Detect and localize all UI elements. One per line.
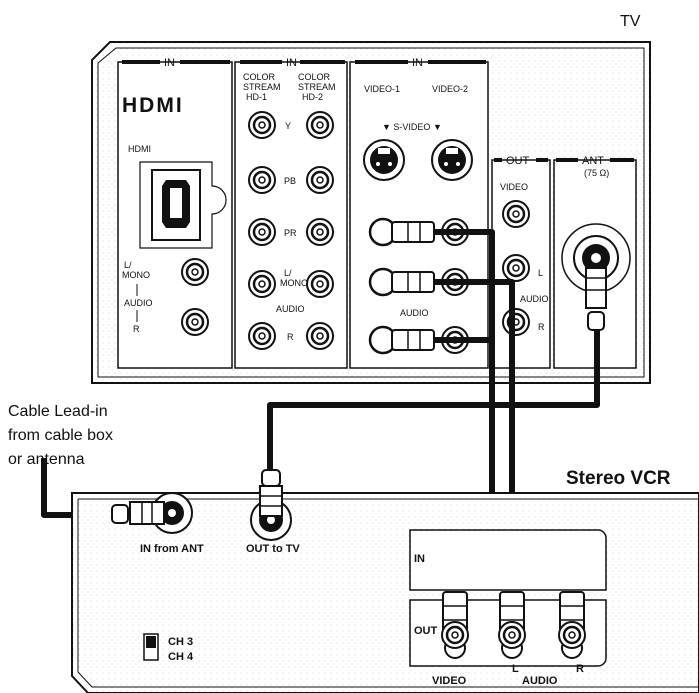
out-r-label: R xyxy=(538,322,545,332)
colorstream-r-label: R xyxy=(287,332,294,342)
hd2-pb-jack[interactable] xyxy=(305,165,335,195)
channel-switch[interactable] xyxy=(143,633,159,661)
video-in-label: IN xyxy=(412,57,423,69)
ant-label: ANT xyxy=(582,155,604,167)
out-audio-label: AUDIO xyxy=(520,294,549,304)
hdmi-group: IN HDMI HDMI L/MONO AUDIO R xyxy=(117,57,233,369)
hdmi-in-label: IN xyxy=(164,57,175,69)
hd1-pr-jack[interactable] xyxy=(247,217,277,247)
colorstream-audio-label: AUDIO xyxy=(276,304,305,314)
vcr-out-audio-r-jack[interactable] xyxy=(557,620,587,650)
svg-text:or antenna: or antenna xyxy=(8,451,85,468)
hd2-y-jack[interactable] xyxy=(305,110,335,140)
vcr-out-video-jack[interactable] xyxy=(440,620,470,650)
audio-l-cable xyxy=(434,279,515,592)
tv-to-vcr-rf-cable xyxy=(267,330,600,470)
y-label: Y xyxy=(285,121,291,131)
pr-label: PR xyxy=(284,228,297,238)
svg-text:from cable box: from cable box xyxy=(8,427,113,444)
hd2-audio-r-jack[interactable] xyxy=(305,321,335,351)
out-audio-r-jack[interactable] xyxy=(501,307,531,337)
vcr-r-label: R xyxy=(576,663,584,675)
colorstream-in-label: IN xyxy=(286,57,297,69)
out-audio-l-jack[interactable] xyxy=(501,253,531,283)
out-label: OUT xyxy=(506,155,530,167)
video2-label: VIDEO-2 xyxy=(432,84,468,94)
hd2-audio-l-jack[interactable] xyxy=(305,269,335,299)
tv-audio-r-plug[interactable] xyxy=(368,325,435,355)
vcr-ant-in-plug[interactable] xyxy=(111,501,165,525)
out-to-tv-label: OUT to TV xyxy=(246,543,300,555)
hdmi-audio-r-label: R xyxy=(133,324,140,334)
colorstream-l-label: L/MONO xyxy=(280,268,308,288)
vcr-title: Stereo VCR xyxy=(566,468,671,489)
video-audio-label: AUDIO xyxy=(400,308,429,318)
vcr-out-audio-l-jack[interactable] xyxy=(497,620,527,650)
ch4-label: CH 4 xyxy=(168,651,194,663)
tv-ant-plug[interactable] xyxy=(585,267,607,331)
out-l-label: L xyxy=(538,268,543,278)
video-group: IN VIDEO-1 VIDEO-2 ▼ S-VIDEO ▼ xyxy=(349,57,489,369)
cable-leadin-label: Cable Lead-in from cable box or antenna xyxy=(8,403,113,468)
vcr-in-label: IN xyxy=(414,553,425,565)
ant-ohm-label: (75 Ω) xyxy=(584,168,609,178)
vcr-out-label: OUT xyxy=(414,625,438,637)
hd1-pb-jack[interactable] xyxy=(247,165,277,195)
hd1-y-jack[interactable] xyxy=(247,110,277,140)
video1-label: VIDEO-1 xyxy=(364,84,400,94)
out-video-label: VIDEO xyxy=(500,182,528,192)
hdmi-port[interactable] xyxy=(151,169,201,241)
ch3-label: CH 3 xyxy=(168,636,193,648)
tv-title: TV xyxy=(620,13,641,30)
in-from-ant-label: IN from ANT xyxy=(140,543,204,555)
tv-video1-plug[interactable] xyxy=(368,217,435,247)
svideo-label: ▼ S-VIDEO ▼ xyxy=(382,122,442,132)
hd2-pr-jack[interactable] xyxy=(305,217,335,247)
hd1-audio-l-jack[interactable] xyxy=(247,269,277,299)
tv-audio-l-plug[interactable] xyxy=(368,267,435,297)
out-video-jack[interactable] xyxy=(501,199,531,229)
hdmi-audio-r-jack[interactable] xyxy=(180,307,210,337)
out-group: OUT VIDEO L AUDIO R xyxy=(491,155,551,369)
svideo1-jack[interactable] xyxy=(363,139,405,181)
hd1-audio-r-jack[interactable] xyxy=(247,321,277,351)
pb-label: PB xyxy=(284,176,296,186)
vcr-l-label: L xyxy=(512,663,519,675)
hdmi-audio-l-jack[interactable] xyxy=(180,257,210,287)
svideo2-jack[interactable] xyxy=(431,139,473,181)
vcr-out-to-tv-plug[interactable] xyxy=(259,469,283,517)
vcr-video-label: VIDEO xyxy=(432,675,467,687)
hdmi-logo: HDMI xyxy=(122,94,184,117)
hdmi-port-label: HDMI xyxy=(128,144,151,154)
hdmi-audio-label: AUDIO xyxy=(124,298,153,308)
vcr-audio-label: AUDIO xyxy=(522,675,558,687)
hdmi-audio-l-label: L/MONO xyxy=(122,260,150,280)
svg-text:Cable Lead-in: Cable Lead-in xyxy=(8,403,108,420)
